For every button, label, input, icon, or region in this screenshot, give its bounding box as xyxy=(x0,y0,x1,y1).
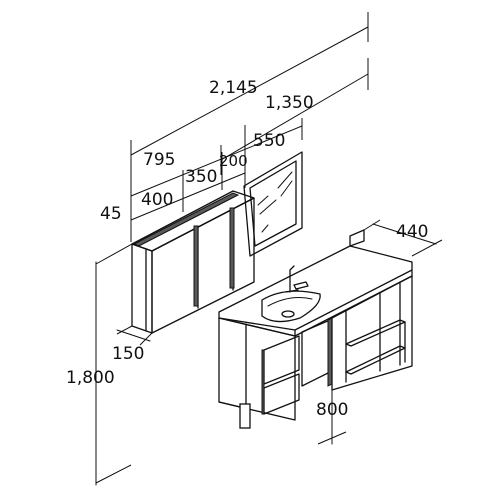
dim-line-cabinet-depth xyxy=(116,325,153,346)
label-depth: 440 xyxy=(396,222,428,242)
label-total-width: 2,145 xyxy=(209,78,258,98)
label-cabinet-depth: 150 xyxy=(112,344,144,364)
label-cabinet-offset: 45 xyxy=(100,204,122,224)
dim-line-cabinet-and-mirror xyxy=(130,118,303,242)
label-cabinet-width: 795 xyxy=(143,150,175,170)
label-section-350: 350 xyxy=(185,167,217,187)
label-mirror-width: 550 xyxy=(253,131,285,151)
vanity-counter-unit xyxy=(218,229,413,429)
label-section-200: 200 xyxy=(219,152,248,170)
label-counter-width: 1,350 xyxy=(265,93,314,113)
label-section-400: 400 xyxy=(141,190,173,210)
label-total-height: 1,800 xyxy=(66,368,115,388)
label-counter-height: 800 xyxy=(316,400,348,420)
dim-line-counter-height xyxy=(317,319,347,445)
dim-line-depth xyxy=(363,219,443,257)
dim-line-total-height xyxy=(95,243,133,486)
mirror xyxy=(243,151,303,257)
dim-line-sections xyxy=(130,152,246,221)
